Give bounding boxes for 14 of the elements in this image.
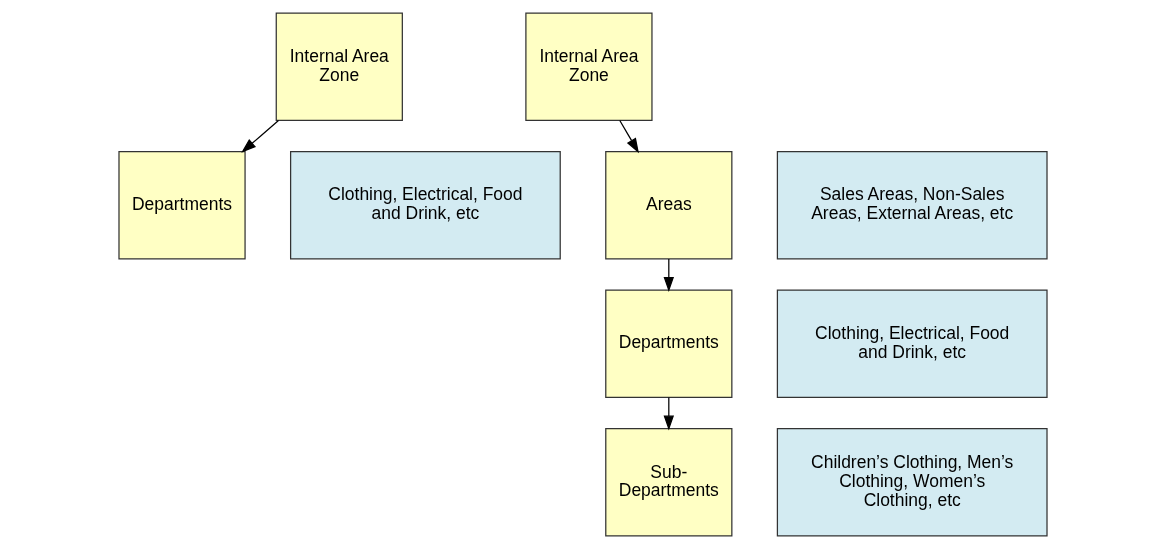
node-box: Children’s Clothing, Men’s Clothing, Women’s Clothing, etc xyxy=(776,428,1048,537)
node-box: Clothing, Electrical, Food and Drink, etc xyxy=(776,289,1048,399)
arrow xyxy=(619,119,639,154)
node-box: Clothing, Electrical, Food and Drink, etc xyxy=(290,150,561,260)
node-box: Sales Areas, Non-Sales Areas, External Areas, etc xyxy=(776,150,1048,260)
node-box: Sub-Departments xyxy=(605,428,733,537)
arrow xyxy=(663,397,675,431)
node-box: Internal Area Zone xyxy=(525,12,653,121)
arrow xyxy=(663,258,675,292)
node-box: Departments xyxy=(118,150,246,260)
node-box: Areas xyxy=(605,150,733,260)
node-box: Departments xyxy=(605,289,733,399)
node-box: Internal Area Zone xyxy=(275,12,403,121)
arrow xyxy=(241,119,280,153)
